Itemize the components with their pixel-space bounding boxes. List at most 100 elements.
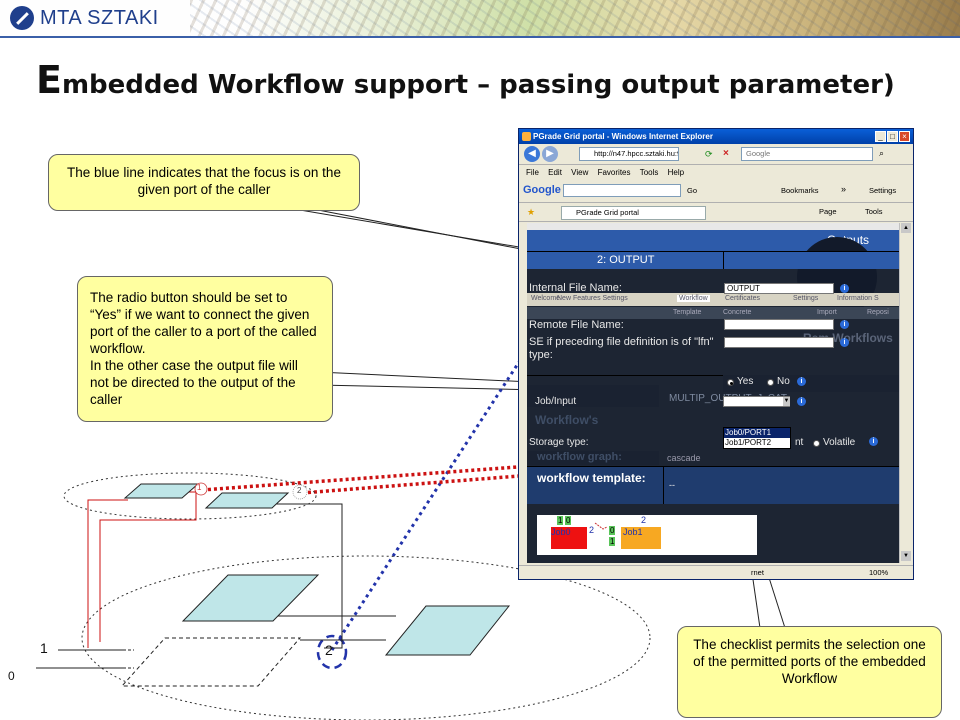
content-top-strip	[527, 223, 899, 230]
graph-value: cascade	[667, 453, 701, 463]
menu-view[interactable]: View	[571, 168, 589, 177]
google-search-input[interactable]	[563, 184, 681, 197]
port-header[interactable]: 2: OUTPUT	[597, 254, 655, 266]
job-input-label: Job/Input	[535, 396, 577, 407]
browser-tab[interactable]: PGrade Grid portal	[561, 206, 706, 220]
back-arrow-icon[interactable]: ◀	[524, 146, 540, 162]
menu-edit[interactable]: Edit	[548, 168, 562, 177]
internal-file-label: Internal File Name:	[529, 282, 622, 294]
mini-job0-port-in: 1	[557, 516, 564, 525]
more-button[interactable]: »	[841, 184, 847, 194]
maximize-button[interactable]: □	[887, 131, 898, 142]
bg-subtabs-row: Template Concrete Import Reposi	[527, 307, 899, 319]
scroll-down-icon[interactable]: ▼	[901, 551, 911, 561]
chevron-down-icon[interactable]: ▼	[783, 397, 790, 406]
storage-info-icon[interactable]: i	[869, 437, 878, 446]
google-go-button[interactable]: Go	[687, 186, 698, 195]
title-first-letter: E	[36, 58, 62, 102]
storage-label: Storage type:	[529, 437, 589, 448]
radio-no[interactable]	[767, 379, 774, 386]
zoom-level[interactable]: 100%	[869, 568, 889, 577]
port-header-divider	[723, 251, 724, 269]
menu-file[interactable]: File	[526, 168, 539, 177]
job-input-info-icon[interactable]: i	[797, 397, 806, 406]
ie-browser-window: PGrade Grid portal - Windows Internet Ex…	[518, 128, 914, 580]
tools-menu-button[interactable]: Tools	[865, 207, 883, 216]
embedded-job0-box	[123, 483, 200, 499]
small-port-2-label: 2	[297, 486, 302, 495]
scroll-up-icon[interactable]: ▲	[901, 223, 911, 233]
radio-yes-label: Yes	[737, 376, 754, 387]
job-port-dropdown[interactable]: Job0/PORT1 Job1/PORT2	[723, 427, 791, 449]
window-titlebar: PGrade Grid portal - Windows Internet Ex…	[519, 129, 913, 144]
se-info-icon[interactable]: i	[840, 338, 849, 347]
header-banner: MTA SZTAKI	[0, 0, 960, 38]
stop-icon[interactable]: ×	[723, 148, 729, 159]
forward-arrow-icon[interactable]: ▶	[542, 146, 558, 162]
internal-file-input[interactable]: OUTPUT	[724, 283, 834, 294]
storage-option-volatile-label: Volatile	[823, 437, 856, 448]
input-port-0-label: 0	[8, 669, 15, 683]
status-zone: rnet	[751, 568, 764, 577]
mini-graph-edges	[594, 522, 608, 530]
red-dotted-line-2	[301, 458, 724, 495]
page-menu-button[interactable]: Page	[819, 207, 837, 216]
caller-job-a-box	[181, 574, 320, 622]
google-logo-icon: Google	[523, 184, 561, 196]
internal-file-info-icon[interactable]: i	[840, 284, 849, 293]
embedded-workflow-ellipse	[63, 472, 317, 520]
dropdown-option-job0[interactable]: Job0/PORT1	[724, 428, 790, 438]
address-input[interactable]: http://n47.hpcc.sztaki.hu:9	[579, 147, 679, 161]
google-toolbar: Google Go Bookmarks » Settings	[519, 180, 913, 203]
bg-tabs-row: Welcome New Features Settings Workflow C…	[527, 293, 899, 306]
refresh-icon[interactable]: ⟳	[705, 149, 713, 159]
se-label: SE if preceding file definition is of "l…	[529, 336, 714, 361]
port-header-row	[527, 251, 899, 269]
portal-content: Outputs 2: OUTPUT Welcome New Features S…	[527, 223, 899, 563]
menu-favorites[interactable]: Favorites	[597, 168, 631, 177]
search-input[interactable]: Google	[741, 147, 873, 161]
mini-job0-port-out: 0	[565, 516, 572, 525]
radio-volatile[interactable]	[813, 440, 820, 447]
callout-radio-note: The radio button should be set to “Yes” …	[77, 276, 333, 422]
title-rest: mbedded Workflow support – passing outpu…	[61, 70, 895, 100]
slide-title: Embedded Workflow support – passing outp…	[36, 58, 895, 102]
dropdown-option-job1[interactable]: Job1/PORT2	[725, 438, 772, 447]
favorites-star-icon[interactable]: ★	[527, 207, 536, 217]
radio-info-icon[interactable]: i	[797, 377, 806, 386]
browser-tab-label: PGrade Grid portal	[576, 208, 639, 217]
radio-no-label: No	[777, 376, 790, 387]
google-settings-button[interactable]: Settings	[869, 186, 897, 195]
se-input[interactable]	[724, 337, 834, 348]
small-port-2-circle	[292, 484, 308, 500]
remote-file-info-icon[interactable]: i	[840, 320, 849, 329]
vertical-scrollbar[interactable]: ▲ ▼	[899, 223, 912, 563]
callout-focus-note: The blue line indicates that the focus i…	[48, 154, 360, 211]
minimize-button[interactable]: _	[875, 131, 886, 142]
mini-port-label-b: 2	[641, 515, 647, 525]
menu-help[interactable]: Help	[667, 168, 685, 177]
bg-tab-workflow: Workflow	[677, 295, 710, 302]
radio-yes[interactable]	[727, 379, 734, 386]
embedded-job-placeholder-box	[120, 637, 302, 687]
remote-file-label: Remote File Name:	[529, 319, 624, 331]
remote-file-input[interactable]	[724, 319, 834, 330]
row-divider-1	[527, 375, 899, 376]
mini-job1-port-in: 0	[609, 526, 616, 535]
mini-job1-box[interactable]	[621, 527, 661, 549]
address-bar-row: ◀ ▶ http://n47.hpcc.sztaki.hu:9 ⟳ × Goog…	[519, 144, 913, 165]
menu-tools[interactable]: Tools	[639, 168, 659, 177]
mini-job0-label: Job0	[551, 527, 571, 537]
bg-subtab-concrete: Concrete	[723, 309, 752, 316]
bookmarks-button[interactable]: Bookmarks	[781, 186, 819, 195]
mini-job0-box[interactable]	[551, 527, 587, 549]
close-window-button[interactable]: ×	[899, 131, 910, 142]
search-icon[interactable]: ⌕	[879, 148, 885, 158]
template-label-cell	[527, 466, 663, 504]
caller-workflow-ellipse	[81, 555, 651, 720]
window-title: PGrade Grid portal - Windows Internet Ex…	[533, 132, 713, 141]
job-input-select[interactable]	[723, 396, 790, 407]
ie-app-icon	[522, 132, 531, 141]
bg-tab-new-features: New Features Settings	[557, 295, 628, 302]
